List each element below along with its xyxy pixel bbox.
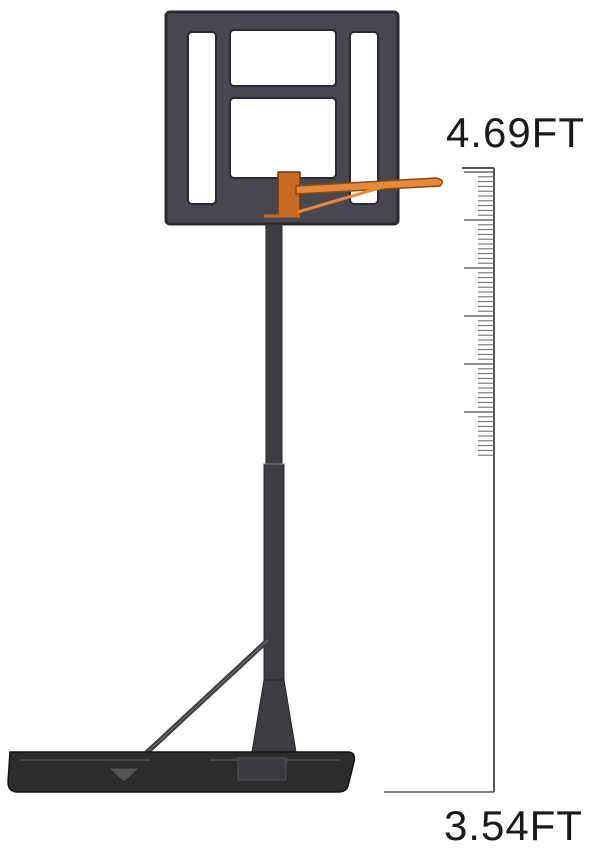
ruler-ticks — [464, 171, 494, 456]
backboard-window-top — [229, 29, 337, 87]
top-height-label: 4.69FT — [445, 109, 585, 156]
height-ruler — [384, 167, 495, 793]
base — [7, 751, 356, 793]
bottom-height-label: 3.54FT — [443, 802, 583, 849]
backboard-window-left — [187, 31, 217, 205]
backboard — [164, 10, 400, 226]
rim — [295, 177, 443, 195]
rim-assembly — [264, 171, 443, 218]
backboard-window-right — [349, 31, 379, 205]
rim-brace — [297, 184, 387, 214]
pole — [126, 223, 297, 772]
pole-upper — [265, 223, 283, 465]
pole-base-gusset — [251, 679, 297, 753]
base-tank — [7, 751, 356, 793]
backboard-window-center — [229, 97, 337, 179]
